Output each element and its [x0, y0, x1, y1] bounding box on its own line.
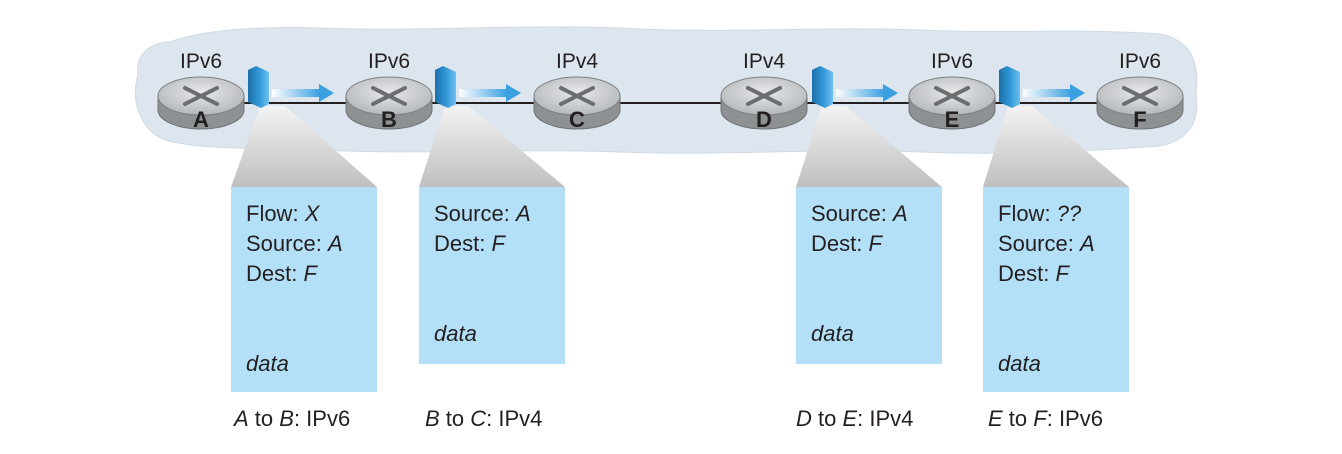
dest-value: F: [491, 231, 505, 256]
caption-from: B: [425, 406, 440, 431]
source-label: Source:: [434, 201, 516, 226]
dest-field: Dest: F: [246, 259, 317, 289]
router-c: C: [533, 76, 621, 132]
router-label: D: [756, 107, 772, 132]
caption-to: B: [279, 406, 294, 431]
flow-field: Flow: ??: [998, 199, 1081, 229]
dest-field: Dest: F: [434, 229, 505, 259]
caption-to-word: to: [811, 406, 843, 431]
flow-label: Flow:: [998, 201, 1057, 226]
dest-label: Dest:: [998, 261, 1056, 286]
hop-caption-d-to-e: D to E: IPv4: [796, 406, 913, 432]
source-field: Source: A: [998, 229, 1095, 259]
source-label: Source:: [246, 231, 328, 256]
source-label: Source:: [998, 231, 1080, 256]
source-value: A: [1079, 231, 1095, 256]
dest-label: Dest:: [811, 231, 869, 256]
caption-to: E: [842, 406, 858, 431]
caption-to: F: [1033, 406, 1047, 431]
router-b: B: [345, 76, 433, 132]
packet-in-transit-1: [248, 66, 334, 108]
dest-field: Dest: F: [811, 229, 882, 259]
caption-protocol: : IPv4: [857, 406, 914, 431]
dest-value: F: [1055, 261, 1069, 286]
source-value: A: [515, 201, 531, 226]
caption-to-word: to: [439, 406, 471, 431]
dest-value: F: [303, 261, 317, 286]
router-label: B: [381, 107, 397, 132]
source-value: A: [327, 231, 343, 256]
flow-label: Flow:: [246, 201, 305, 226]
packet-in-transit-2: [435, 66, 521, 108]
source-field: Source: A: [811, 199, 908, 229]
dest-label: Dest:: [434, 231, 492, 256]
hop-caption-b-to-c: B to C: IPv4: [425, 406, 542, 432]
router-d: D: [720, 76, 808, 132]
router-f: F: [1096, 76, 1184, 132]
source-field: Source: A: [246, 229, 343, 259]
router-a: A: [157, 76, 245, 132]
dest-field: Dest: F: [998, 259, 1069, 289]
caption-from: D: [796, 406, 812, 431]
caption-protocol: : IPv4: [486, 406, 543, 431]
payload: data: [998, 351, 1041, 376]
router-label: A: [193, 107, 209, 132]
dest-label: Dest:: [246, 261, 304, 286]
source-value: A: [892, 201, 908, 226]
router-e: E: [908, 76, 996, 132]
packet-panel-b-to-c: Source: A Dest: F data: [419, 187, 565, 364]
source-label: Source:: [811, 201, 893, 226]
flow-value: X: [304, 201, 320, 226]
caption-protocol: : IPv6: [1046, 406, 1103, 431]
payload: data: [434, 321, 477, 346]
hop-caption-a-to-b: A to B: IPv6: [234, 406, 350, 432]
caption-to-word: to: [248, 406, 280, 431]
payload: data: [811, 321, 854, 346]
packet-in-transit-3: [812, 66, 898, 108]
caption-to-word: to: [1002, 406, 1034, 431]
caption-protocol: : IPv6: [293, 406, 351, 431]
packet-fan-2: [419, 106, 565, 187]
caption-from: A: [234, 406, 249, 431]
hop-caption-e-to-f: E to F: IPv6: [988, 406, 1103, 432]
flow-field: Flow: X: [246, 199, 319, 229]
router-label: E: [945, 107, 960, 132]
packet-fan-3: [796, 106, 942, 187]
caption-to: C: [470, 406, 487, 431]
dest-value: F: [868, 231, 882, 256]
packet-fan-4: [983, 106, 1129, 187]
router-label: C: [569, 107, 585, 132]
packet-panel-e-to-f: Flow: ?? Source: A Dest: F data: [983, 187, 1129, 392]
packet-panel-a-to-b: Flow: X Source: A Dest: F data: [231, 187, 377, 392]
flow-value: ??: [1056, 201, 1082, 226]
source-field: Source: A: [434, 199, 531, 229]
router-label: F: [1133, 107, 1146, 132]
payload: data: [246, 351, 289, 376]
packet-panel-d-to-e: Source: A Dest: F data: [796, 187, 942, 364]
packet-in-transit-4: [999, 66, 1085, 108]
packet-fan-1: [231, 106, 377, 187]
caption-from: E: [988, 406, 1003, 431]
